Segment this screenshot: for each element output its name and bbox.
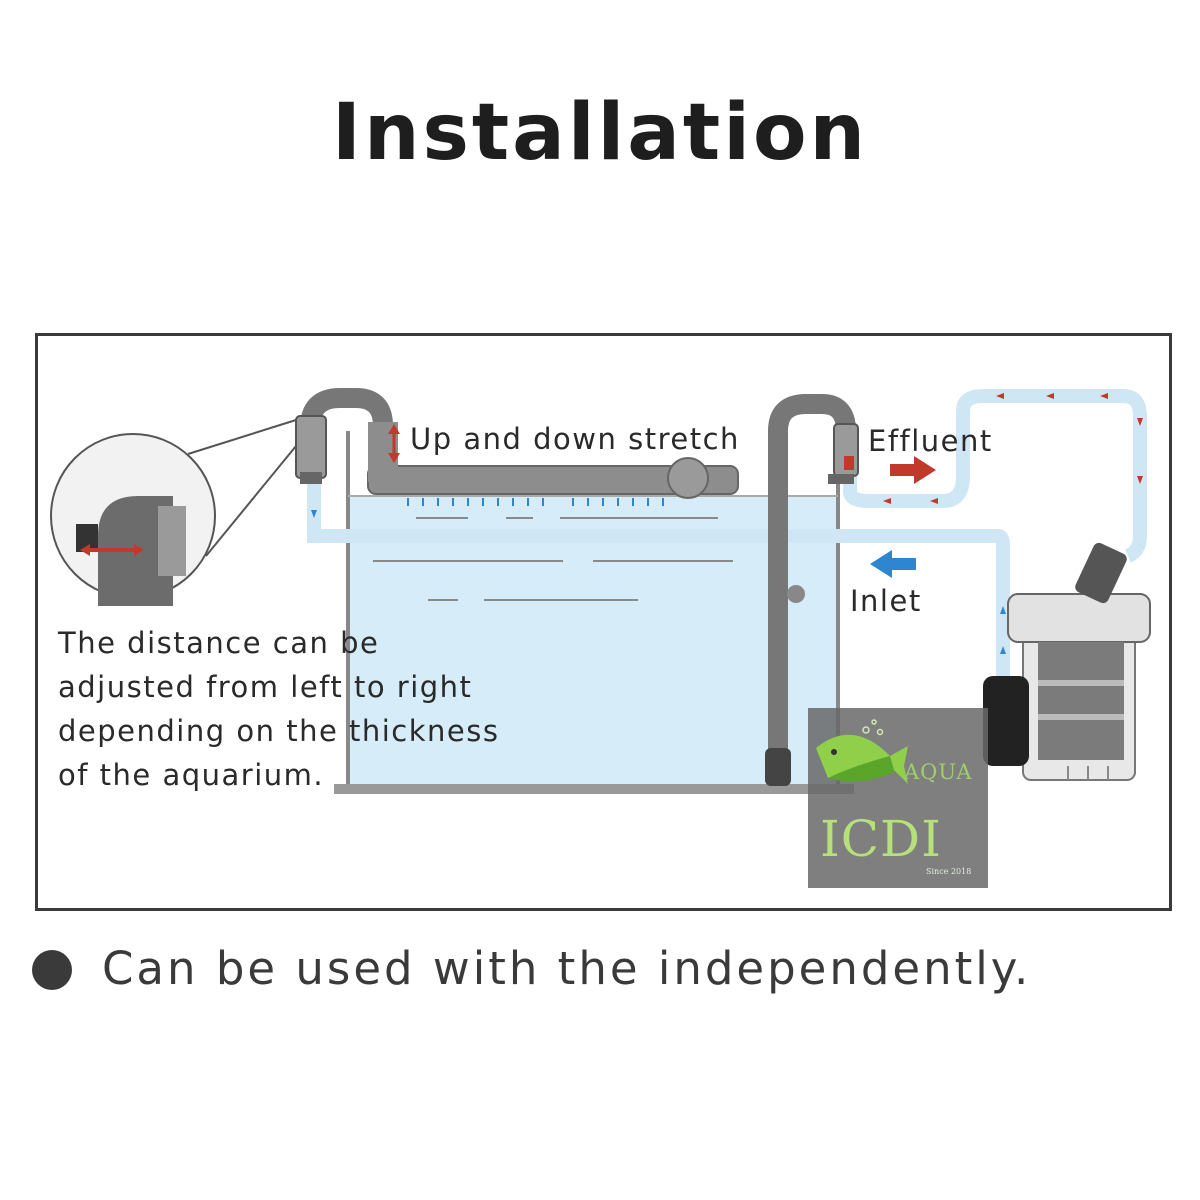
distance-description: The distance can be adjusted from left t… (58, 621, 528, 797)
water-ripples (373, 517, 733, 601)
outlet-pipe-bend (300, 388, 393, 476)
label-inlet: Inlet (850, 584, 922, 618)
inlet-flow-marks (311, 510, 1006, 654)
logo-since-text: Since 2018 (926, 867, 972, 876)
canister-valve (1075, 542, 1127, 604)
fish-icon (816, 719, 908, 784)
logo-name-text: ICDI (820, 810, 942, 868)
zoom-glass (158, 506, 186, 576)
brand-logo: AQUA ICDI Since 2018 (808, 708, 988, 888)
effluent-tube (843, 389, 1147, 563)
canister-lid (1007, 593, 1151, 643)
zoom-screw (76, 524, 98, 552)
suction-cup (787, 585, 805, 603)
page-title: Installation (331, 88, 869, 178)
outlet-clamp-nut (300, 472, 322, 484)
effluent-arrow (890, 456, 936, 484)
aquarium-base (334, 784, 854, 794)
inlet-pipe (768, 394, 856, 776)
effluent-valve (844, 456, 854, 470)
canister-feet (1067, 766, 1109, 780)
inlet-arrow (870, 550, 916, 578)
outlet-clamp (295, 415, 327, 479)
installation-diagram: Up and down stretch Effluent Inlet The d… (35, 333, 1172, 911)
stretch-arrow-up (388, 424, 400, 434)
description-line: adjusted from left to right (58, 670, 473, 704)
logo-aqua-text: AQUA (904, 760, 973, 784)
effluent-flow-marks (883, 393, 1143, 504)
aquarium-water (348, 496, 838, 786)
spray-bar-end-cap (667, 457, 709, 499)
callout-line-top (187, 419, 297, 455)
canister-pump (983, 676, 1029, 766)
spray-drops (407, 498, 664, 506)
effluent-clamp-nut (828, 474, 854, 484)
canister-media (1038, 642, 1124, 760)
bullet-icon (32, 950, 72, 990)
inlet-tube (307, 476, 1010, 696)
stretch-arrow-down (388, 453, 400, 463)
diagram-illustration (50, 388, 1151, 794)
description-line: The distance can be (58, 626, 380, 660)
description-line: depending on the thickness (58, 714, 500, 748)
label-effluent: Effluent (868, 424, 993, 458)
inlet-strainer (765, 748, 791, 786)
bullet-text: Can be used with the independently. (102, 942, 1032, 995)
label-up-down-stretch: Up and down stretch (410, 422, 740, 456)
callout-line-bottom (205, 445, 297, 557)
description-line: of the aquarium. (58, 758, 325, 792)
